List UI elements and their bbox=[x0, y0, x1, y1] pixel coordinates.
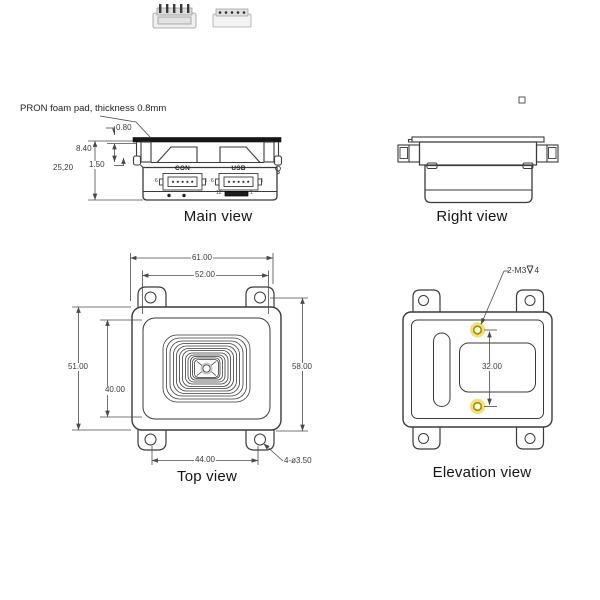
foam-pad-strip bbox=[132, 137, 282, 143]
elevation-dimensions bbox=[480, 270, 509, 407]
connector-photo-right bbox=[212, 8, 252, 28]
con-connector-label: CON bbox=[174, 165, 191, 172]
hole-callout-leader bbox=[263, 443, 284, 462]
dim-total-height: 25,20 bbox=[52, 163, 75, 173]
screw-hole-bottom bbox=[469, 398, 486, 415]
depth-symbol-icon bbox=[527, 265, 534, 275]
hole-callout: 4-ø3.50 bbox=[283, 456, 313, 466]
thread-callout-leader bbox=[480, 270, 505, 325]
foam-pad-note: PRON foam pad, thickness 0.8mm bbox=[20, 103, 167, 114]
elevation-view-drawing bbox=[402, 289, 553, 450]
thread-callout: 2-M3 4 bbox=[507, 265, 539, 275]
foam-pad-leader-line bbox=[99, 115, 152, 139]
dim-hole-span: 44.00 bbox=[193, 454, 217, 465]
elevation-view-title: Elevation view bbox=[432, 464, 532, 481]
dim-overall-width: 61.00 bbox=[190, 252, 214, 263]
center-window bbox=[459, 342, 536, 393]
dim-screw-span: 32.00 bbox=[480, 361, 504, 372]
connector-photo-left bbox=[152, 4, 197, 29]
screw-hole-top bbox=[469, 322, 486, 338]
dim-upper-height: 8.40 bbox=[75, 143, 93, 154]
thread-callout-prefix: 2-M3 bbox=[507, 265, 527, 275]
right-view-right-ear bbox=[535, 144, 559, 163]
usb2-pin-12-label: 12 bbox=[216, 190, 222, 196]
dim-overall-height-left: 51.00 bbox=[66, 361, 90, 372]
scan-window-cone bbox=[162, 334, 251, 403]
top-view-drawing bbox=[131, 286, 282, 451]
usb-connector-label: USB bbox=[231, 165, 246, 172]
con-pin-6-label: 6 bbox=[155, 177, 158, 184]
right-view-left-ear bbox=[397, 144, 421, 163]
stray-square-mark bbox=[518, 96, 526, 104]
dim-pad-thickness: 0.80 bbox=[115, 123, 133, 133]
main-view-dimensions bbox=[88, 115, 152, 201]
main-view-drawing bbox=[132, 137, 283, 201]
main-view-title: Main view bbox=[183, 208, 253, 225]
usb-pin-6-label: 6 bbox=[211, 177, 214, 184]
right-view-title: Right view bbox=[436, 208, 508, 225]
con-pin-1-label: 1 bbox=[204, 177, 208, 184]
usb2-pin-1-label: 1 bbox=[250, 190, 253, 196]
usb-pin-1-label: 1 bbox=[260, 177, 264, 184]
usb-connector bbox=[215, 173, 262, 191]
dim-inner-height: 40.00 bbox=[103, 385, 127, 395]
right-view-drawing bbox=[397, 136, 559, 204]
thread-callout-suffix: 4 bbox=[534, 265, 540, 275]
con-connector bbox=[159, 173, 206, 191]
side-slot bbox=[433, 332, 451, 407]
top-view-dimensions bbox=[72, 253, 308, 465]
dim-inner-width: 52.00 bbox=[193, 270, 217, 280]
dim-overall-height-right: 58.00 bbox=[290, 361, 314, 372]
dim-step-height: 1.50 bbox=[88, 159, 106, 170]
usb2-connector bbox=[224, 191, 249, 197]
top-view-title: Top view bbox=[177, 468, 237, 485]
